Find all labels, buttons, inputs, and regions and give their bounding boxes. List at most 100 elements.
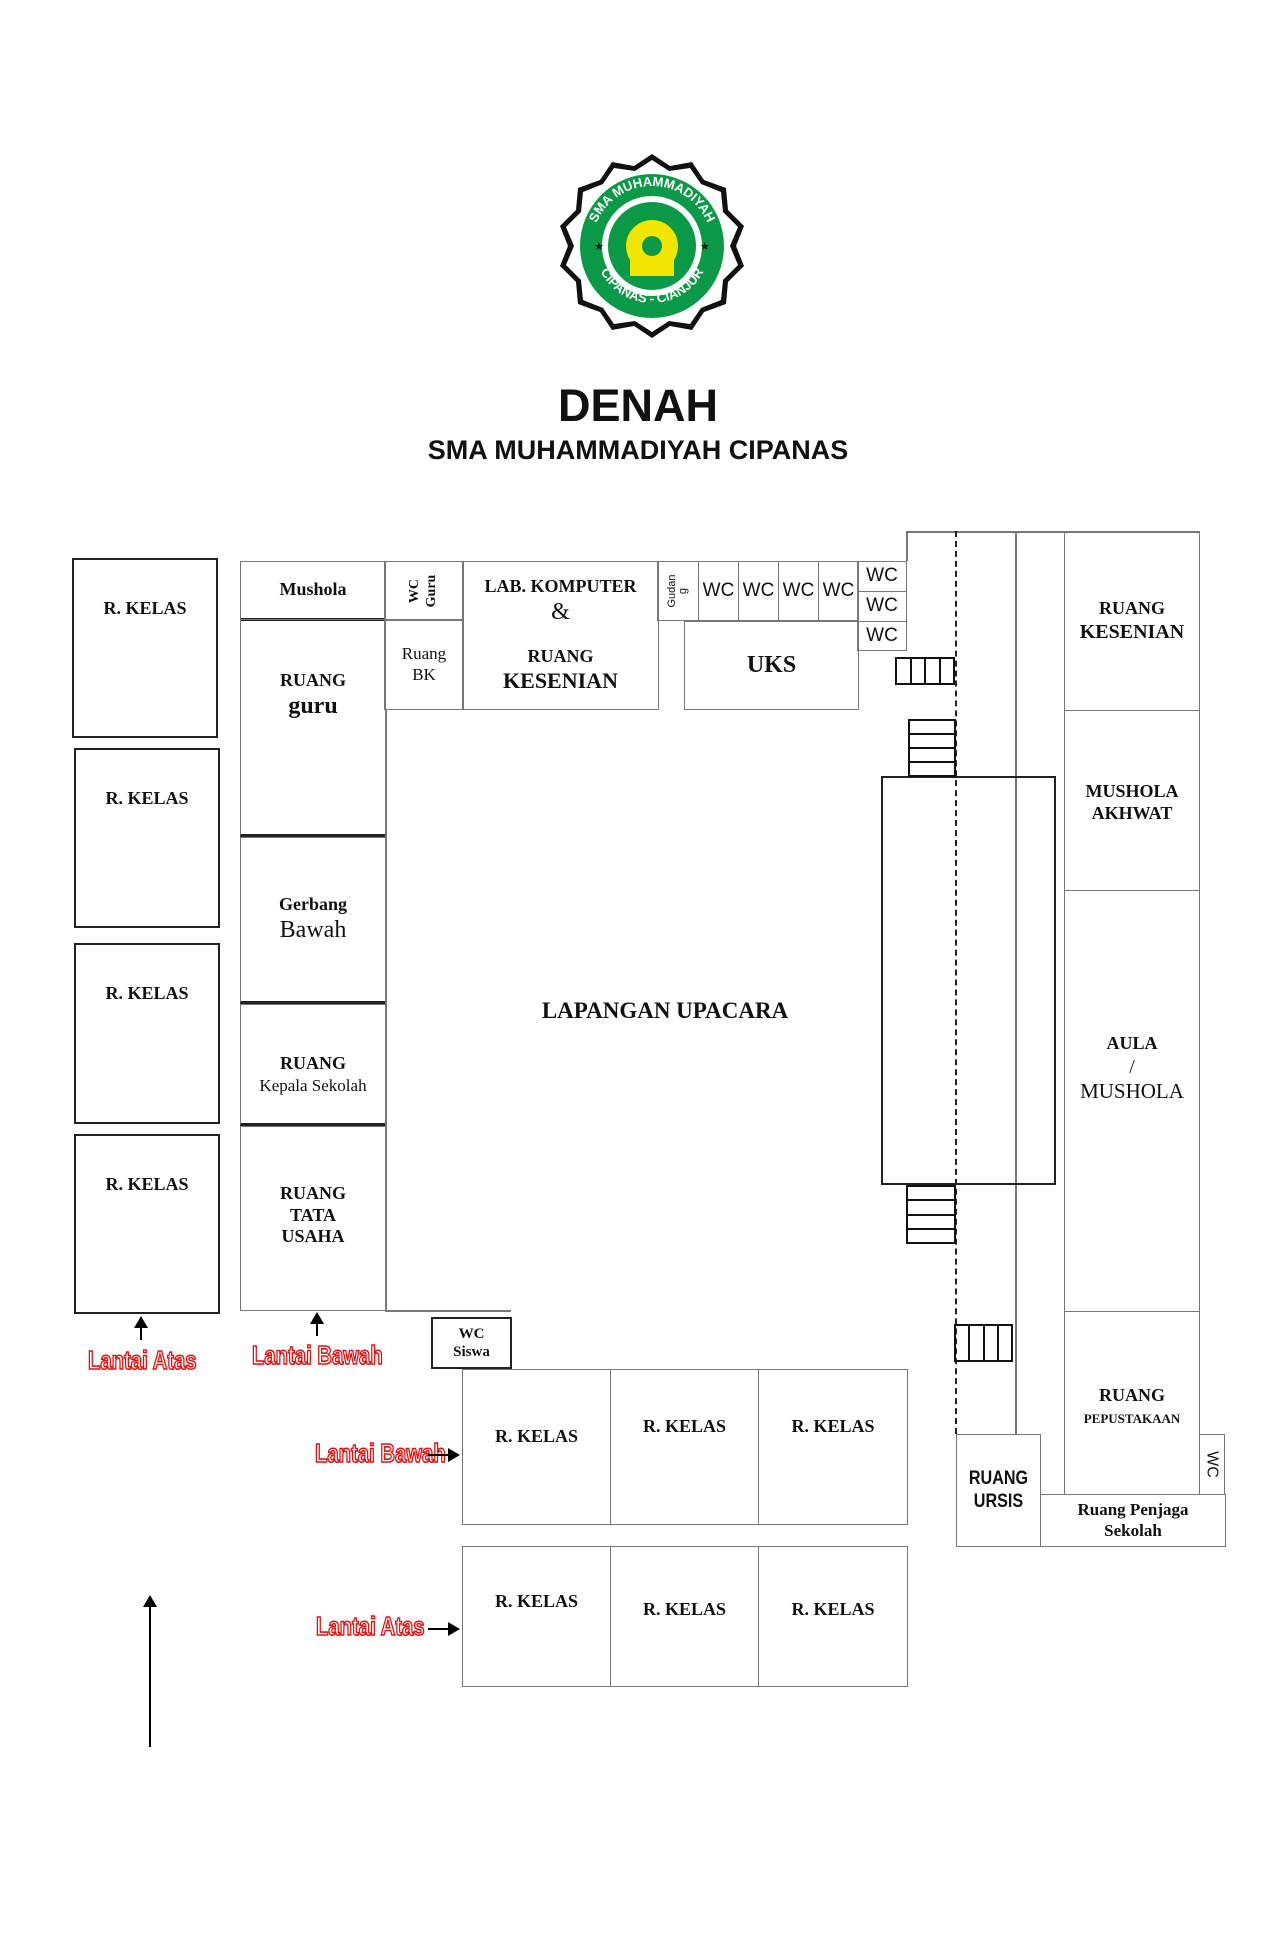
room-label: Guru	[424, 574, 439, 608]
wc-stack-1: WC	[857, 561, 907, 592]
room-label: R. KELAS	[642, 1599, 727, 1619]
room-label: WC	[702, 579, 735, 601]
room-label: UKS	[746, 652, 797, 679]
room-label: Mushola	[279, 579, 347, 600]
wc-stack-3: WC	[857, 621, 907, 651]
room-label: WC	[866, 595, 898, 617]
classroom-bottom-1-3: R. KELAS	[758, 1369, 908, 1525]
stairs-icon	[895, 657, 955, 685]
classroom-left-1: R. KELAS	[72, 558, 218, 738]
room-label: RUANG	[280, 670, 346, 690]
floor-label-left: Lantai Atas	[87, 1344, 197, 1376]
corridor-line	[1015, 531, 1017, 1434]
classroom-bottom-2-2: R. KELAS	[610, 1546, 759, 1687]
room-label: URSIS	[973, 1490, 1024, 1512]
room-label: R. KELAS	[103, 598, 187, 618]
room-label: R. KELAS	[791, 1416, 875, 1436]
classroom-left-2: R. KELAS	[74, 748, 220, 928]
stairs-icon	[906, 1185, 956, 1244]
room-mushola: Mushola	[240, 561, 386, 621]
classroom-bottom-2-1: R. KELAS	[462, 1546, 611, 1687]
wc-1: WC	[698, 561, 739, 621]
classroom-bottom-2-3: R. KELAS	[758, 1546, 908, 1687]
room-label: BK	[412, 664, 436, 684]
wc-3: WC	[778, 561, 819, 621]
room-label: WC	[1203, 1451, 1221, 1478]
room-label: R. KELAS	[105, 788, 189, 808]
room-label: WC	[458, 1326, 485, 1342]
room-label: MUSHOLA	[1085, 781, 1179, 801]
room-label: RUANG	[280, 1183, 346, 1203]
floor-label-row2: Lantai Atas	[315, 1610, 425, 1642]
arrow-right-icon	[428, 1622, 460, 1636]
svg-text:★: ★	[594, 241, 604, 253]
stairs-icon	[908, 719, 956, 777]
wc-4: WC	[818, 561, 859, 621]
room-label: Siswa	[453, 1344, 490, 1360]
arrow-up-icon	[134, 1316, 148, 1340]
classroom-left-4: R. KELAS	[74, 1134, 220, 1314]
room-label: R. KELAS	[642, 1416, 727, 1436]
room-label: R. KELAS	[105, 983, 189, 1003]
corridor-line	[906, 531, 908, 561]
room-label: USAHA	[281, 1226, 345, 1247]
classroom-left-3: R. KELAS	[74, 943, 220, 1124]
room-label: Kepala Sekolah	[259, 1075, 367, 1095]
svg-text:★: ★	[700, 241, 710, 253]
floor-label-mid: Lantai Bawah	[251, 1339, 383, 1371]
stairs-icon	[954, 1324, 1013, 1362]
room-label: RUANG	[527, 646, 594, 666]
room-label: AULA	[1106, 1033, 1158, 1053]
room-label: MUSHOLA	[1080, 1078, 1184, 1103]
room-label: Ruang Penjaga	[1077, 1500, 1189, 1520]
room-label: RUANG	[280, 1053, 346, 1073]
room-label: g	[677, 587, 689, 595]
north-arrow-icon	[143, 1595, 157, 1747]
wc-siswa: WC Siswa	[431, 1317, 512, 1369]
room-label: guru	[288, 692, 338, 719]
room-label: /	[1129, 1055, 1135, 1078]
room-label: WC	[407, 578, 423, 604]
room-label: Gerbang	[278, 894, 347, 914]
wc-stack-2: WC	[857, 591, 907, 622]
room-label: R. KELAS	[791, 1599, 875, 1619]
room-label: WC	[742, 579, 775, 601]
corridor-top	[906, 531, 1199, 533]
room-label: RUANG	[968, 1467, 1029, 1489]
room-label: PEPUSTAKAAN	[1083, 1410, 1181, 1426]
room-label: AKHWAT	[1091, 802, 1173, 823]
classroom-bottom-1-2: R. KELAS	[610, 1369, 759, 1525]
room-label: Sekolah	[1104, 1520, 1162, 1540]
floor-label-row1: Lantai Bawah	[314, 1437, 446, 1469]
arrow-up-icon	[310, 1312, 324, 1336]
page-title: DENAH	[557, 380, 718, 431]
stage	[881, 776, 1056, 1185]
room-label: RUANG	[1099, 598, 1165, 618]
room-uks: UKS	[684, 621, 859, 710]
room-label: Bawah	[279, 916, 347, 943]
room-label: WC	[782, 579, 815, 601]
room-label: TATA	[289, 1204, 336, 1225]
wc-right: WC	[1199, 1434, 1225, 1495]
school-logo: ★ ★ SMA MUHAMMADIYAH CIPANAS - CIANJUR	[560, 154, 744, 338]
classroom-bottom-1-1: R. KELAS	[462, 1369, 611, 1525]
field-border-bottom	[385, 1310, 511, 1312]
room-perpustakaan: RUANG PEPUSTAKAAN	[1064, 1311, 1200, 1495]
room-label: RUANG	[1099, 1385, 1165, 1405]
room-label: WC	[866, 565, 898, 587]
room-label: &	[551, 598, 570, 625]
room-label: Ruang	[401, 644, 447, 664]
corridor-dashed-line	[955, 531, 957, 1434]
